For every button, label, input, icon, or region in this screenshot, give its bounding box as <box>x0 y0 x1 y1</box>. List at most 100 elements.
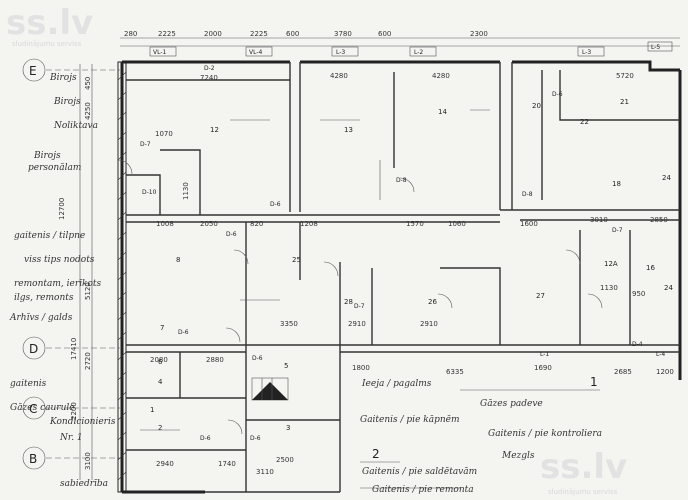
stairs <box>251 377 289 401</box>
dimension: 2850 <box>650 216 668 224</box>
dimension: 2910 <box>348 320 366 328</box>
dimension: 3010 <box>590 216 608 224</box>
door-label: L-1 <box>540 351 549 358</box>
room-number: 4 <box>158 378 163 386</box>
dimension: 1570 <box>406 220 424 228</box>
door-label: D-8 <box>396 177 407 184</box>
dimension: 1600 <box>520 220 538 228</box>
door-label: D-6 <box>178 329 189 336</box>
dimension: 2940 <box>156 460 174 468</box>
dimension: 7240 <box>200 74 218 82</box>
axis-label: D <box>29 342 38 356</box>
axis-label: E <box>29 64 37 78</box>
annotation: ilgs, remonts <box>14 293 74 303</box>
handwritten-annotations: Birojs Birojs Noliktava Birojs personāla… <box>9 73 602 495</box>
room-number: 20 <box>532 102 541 110</box>
dimension: 3780 <box>334 30 352 38</box>
room-number: 12A <box>604 260 618 268</box>
dimension: 450 <box>84 77 92 90</box>
dimension: 17410 <box>70 338 78 360</box>
dimension: 5720 <box>616 72 634 80</box>
room-numbers: 12 13 14 20 21 22 24 25 27 26 28 7 8 4 6… <box>150 98 673 432</box>
dimension: 950 <box>632 290 645 298</box>
annotation: Mezgls <box>501 451 535 461</box>
door-label: D-7 <box>612 227 623 234</box>
room-number: 26 <box>428 298 437 306</box>
direction-arrows <box>140 109 490 489</box>
dimension: 820 <box>250 220 263 228</box>
wall-hatching <box>117 61 127 493</box>
annotation: Gāzes padeve <box>480 399 543 409</box>
dimension: 1200 <box>656 368 674 376</box>
dimension: 1130 <box>600 284 618 292</box>
dimension: 2000 <box>204 30 222 38</box>
annotation: Ieeja / pagalms <box>361 379 432 389</box>
door-label: L-4 <box>656 351 665 358</box>
annotation: viss tips nodots <box>24 255 95 265</box>
dimension: 2685 <box>614 368 632 376</box>
room-number: 24 <box>664 284 673 292</box>
dimension: 2720 <box>84 352 92 370</box>
door-swings <box>117 159 603 435</box>
room-number: 28 <box>344 298 353 306</box>
dimension: 1208 <box>300 220 318 228</box>
column-label: VL-4 <box>249 49 263 56</box>
annotation: personālam <box>28 163 81 173</box>
axis-label: B <box>29 452 37 466</box>
annotation: Birojs <box>53 97 81 107</box>
column-label: L-3 <box>336 49 345 56</box>
room-number: 27 <box>536 292 545 300</box>
door-label: D-6 <box>250 435 261 442</box>
watermark-tagline: sludinājumu serviss <box>548 488 618 496</box>
dimension: 4280 <box>330 72 348 80</box>
exterior-walls <box>120 60 682 494</box>
door-label: D-10 <box>142 189 157 196</box>
axis-markers: E D C B <box>22 58 120 470</box>
dimension: 2910 <box>420 320 438 328</box>
left-dimensions: 450 4250 12700 17410 5120 2720 2200 3100 <box>58 77 92 470</box>
bottom-dimensions: 2940 1740 3110 2500 6335 2685 1200 <box>156 368 674 476</box>
column-label: L-2 <box>414 49 423 56</box>
axis-label: C <box>29 402 37 416</box>
top-dimensions: 280 2225 2000 2225 600 3780 600 2300 <box>124 30 488 38</box>
column-label: L-5 <box>651 44 660 51</box>
annotation: Gaitenis / pie kāpnēm <box>360 415 460 425</box>
section-markers: 1 2 <box>360 375 600 463</box>
dimension: 4280 <box>432 72 450 80</box>
annotation: Gaitenis / pie kontroliera <box>488 429 602 439</box>
annotation: Gaitenis / pie remonta <box>372 485 474 495</box>
door-label: D-8 <box>522 191 533 198</box>
dimension: 1740 <box>218 460 236 468</box>
annotation: sabiedrība <box>60 479 108 489</box>
room-number: 2 <box>158 424 162 432</box>
room-number: 1 <box>150 406 154 414</box>
door-label: D-4 <box>632 341 643 348</box>
section-marker: 2 <box>372 447 380 461</box>
dimension: 1008 <box>156 220 174 228</box>
dimension: 5120 <box>84 282 92 300</box>
annotation: Noliktava <box>53 121 98 131</box>
room-number: 6 <box>158 358 163 366</box>
door-label: D-7 <box>354 303 365 310</box>
room-number: 12 <box>210 126 219 134</box>
door-label: D-2 <box>204 65 215 72</box>
dimension: 600 <box>286 30 299 38</box>
annotation: Birojs <box>33 151 61 161</box>
column-label: VL-1 <box>153 49 167 56</box>
watermark-tagline: sludinājumu serviss <box>12 40 82 48</box>
watermark-logo: ss.lv <box>540 447 627 487</box>
column-labels: VL-1 VL-4 L-3 L-2 L-3 L-5 <box>149 41 673 57</box>
dimension: 1130 <box>182 182 190 200</box>
dimension: 2200 <box>70 402 78 420</box>
annotation: Gaitenis / pie saldētavām <box>362 467 477 477</box>
dimension: 3110 <box>256 468 274 476</box>
room-number: 16 <box>646 264 655 272</box>
watermark-logo: ss.lv <box>6 3 93 43</box>
room-number: 18 <box>612 180 621 188</box>
door-label: D-6 <box>270 201 281 208</box>
room-number: 21 <box>620 98 629 106</box>
annotation: Gāzes caurule <box>10 403 75 413</box>
room-number: 13 <box>344 126 353 134</box>
